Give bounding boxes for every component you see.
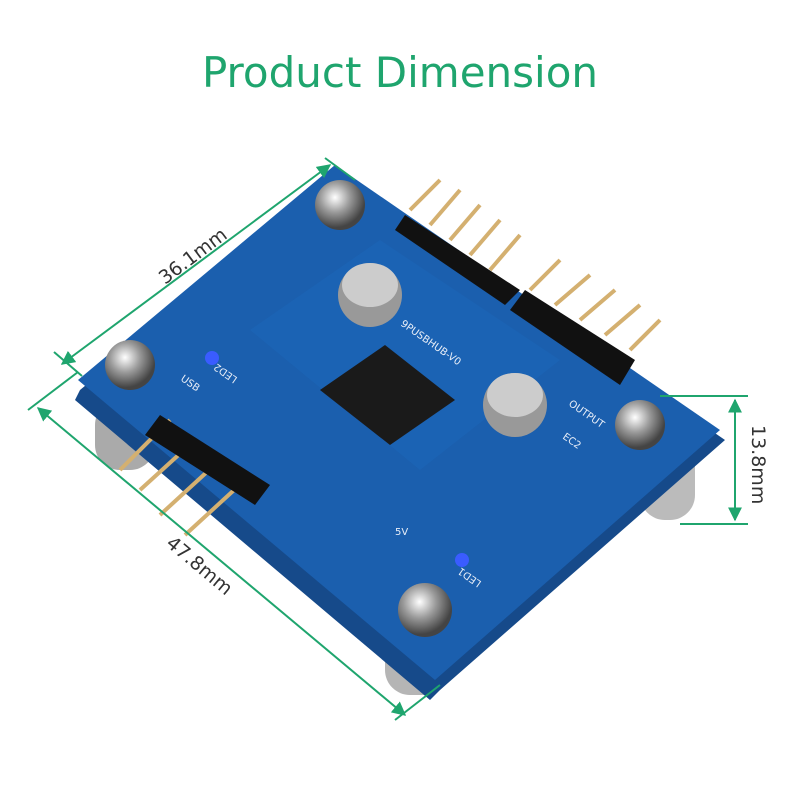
page-title: Product Dimension <box>201 48 599 97</box>
width-dimension-line <box>36 407 407 716</box>
length-dimension-line <box>60 164 332 365</box>
led-icon <box>455 553 469 567</box>
pin-header-j3 <box>408 178 522 272</box>
height-label: 13.8mm <box>747 425 769 504</box>
silk-5v: 5V <box>395 527 408 538</box>
pin-header-j4 <box>528 258 662 352</box>
ic-chip <box>320 345 455 445</box>
pcb-board: 9PUSBHUB-V0 USB OUTPUT 5V LED1 LED2 EC2 <box>75 165 725 700</box>
dimension-lines <box>27 157 748 721</box>
